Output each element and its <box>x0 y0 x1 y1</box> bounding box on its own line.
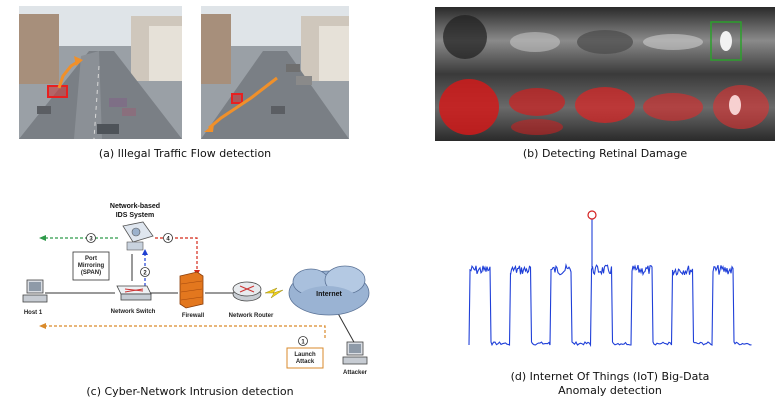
launch-attack-box <box>286 347 324 369</box>
attacker-label: Attacker <box>343 370 368 376</box>
retinal-panel <box>435 7 775 141</box>
traffic-caption: (a) Illegal Traffic Flow detection <box>98 147 272 160</box>
firewall-icon <box>179 271 204 309</box>
anomaly-marker <box>587 210 597 220</box>
launch-label-line2: Attack <box>296 359 315 365</box>
green-flow-arrowhead <box>39 235 46 241</box>
iot-caption-line1: (d) Internet Of Things (IoT) Big-Data <box>510 370 710 383</box>
orange-flow <box>45 325 326 338</box>
network-diagram: 3 4 2 1 Network-based IDS System Port Mi… <box>22 203 370 376</box>
retinal-scan-top-row <box>435 7 775 74</box>
host-label: Host 1 <box>24 310 43 316</box>
port-label-line1: Port <box>85 256 97 262</box>
ids-label-line1: Network-based <box>110 203 160 210</box>
iot-panel <box>465 205 755 355</box>
host-computer-icon <box>22 279 48 303</box>
step-3-marker: 3 <box>86 233 96 243</box>
lightning-icon <box>264 287 284 299</box>
port-mirroring-box <box>72 251 110 281</box>
iot-caption-line2: Anomaly detection <box>558 384 662 397</box>
orange-flow-arrowhead <box>39 323 46 329</box>
iot-signal-plot <box>468 210 752 348</box>
launch-label-line1: Launch <box>294 352 316 358</box>
ids-label-line2: IDS System <box>116 212 155 219</box>
retinal-images <box>435 7 775 141</box>
router-label: Network Router <box>229 313 274 319</box>
red-flow <box>155 237 198 271</box>
svg-text:1: 1 <box>301 340 305 346</box>
switch-label: Network Switch <box>111 309 156 315</box>
iot-signal-line <box>468 263 752 348</box>
traffic-frame-right <box>201 6 349 139</box>
network-caption: (c) Cyber-Network Intrusion detection <box>86 385 294 398</box>
traffic-frame-left <box>19 6 182 140</box>
step-2-marker: 2 <box>140 267 150 277</box>
port-label-line3: (SPAN) <box>81 270 101 276</box>
retinal-heatmap-bottom-row <box>435 74 775 141</box>
internet-cloud-icon <box>288 265 370 316</box>
network-panel: 3 4 2 1 Network-based IDS System Port Mi… <box>15 196 395 376</box>
svg-text:4: 4 <box>166 237 170 243</box>
step-1-marker: 1 <box>298 336 308 346</box>
network-switch-icon <box>116 285 152 301</box>
traffic-images <box>19 6 349 140</box>
firewall-label: Firewall <box>182 313 205 319</box>
svg-text:2: 2 <box>143 271 147 277</box>
network-router-icon <box>232 281 262 302</box>
attacker-computer-icon <box>342 341 368 365</box>
traffic-panel <box>19 6 349 146</box>
ids-system-icon <box>122 221 154 251</box>
step-4-marker: 4 <box>163 233 173 243</box>
port-label-line2: Mirroring <box>78 263 105 269</box>
internet-label: Internet <box>316 291 342 298</box>
blue-flow-arrowhead <box>142 249 148 255</box>
retinal-caption: (b) Detecting Retinal Damage <box>522 147 688 160</box>
svg-text:3: 3 <box>89 237 93 243</box>
